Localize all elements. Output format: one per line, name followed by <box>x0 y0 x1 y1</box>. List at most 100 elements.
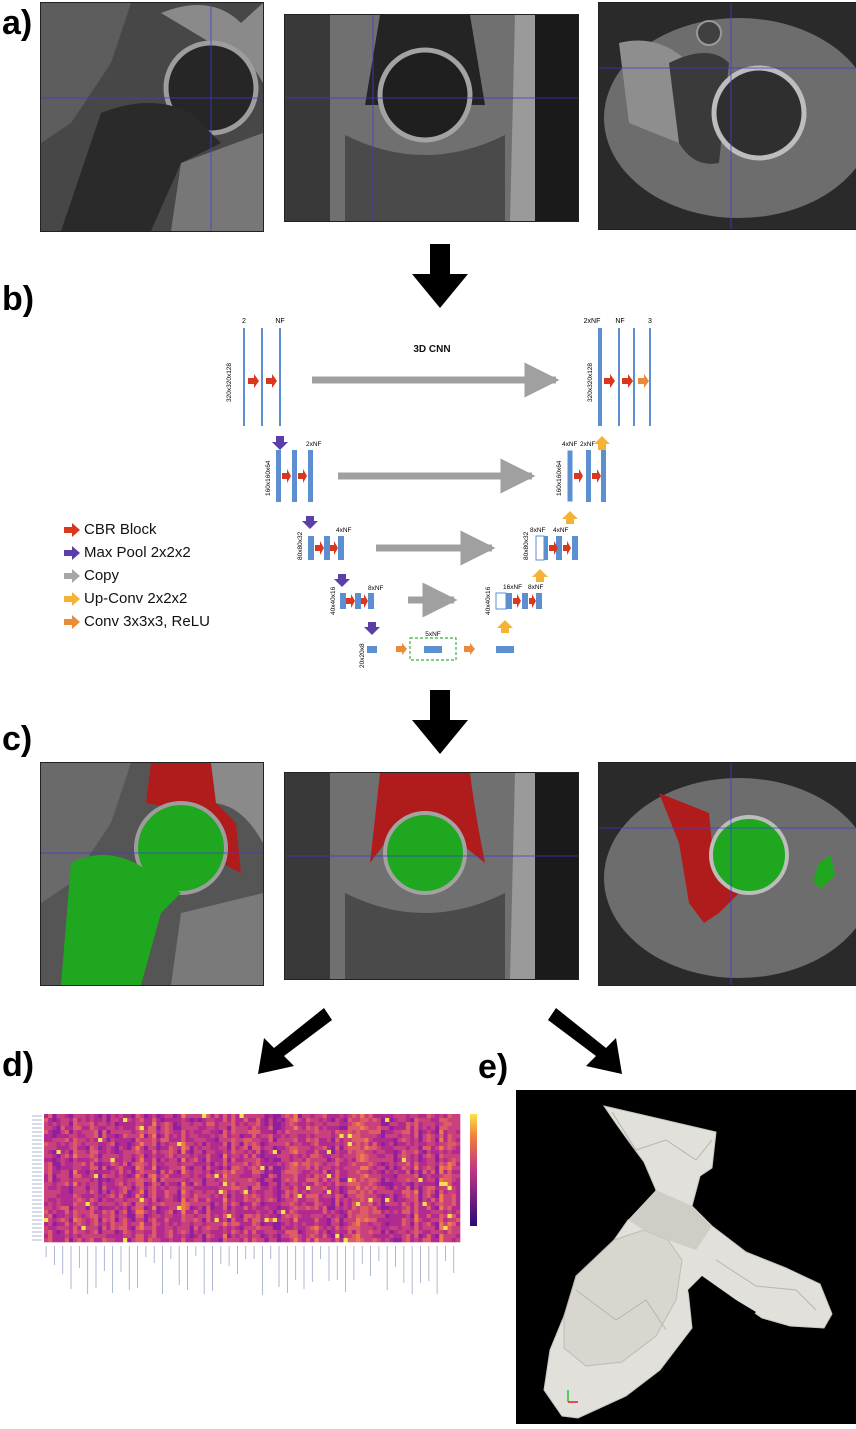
heatmap-cell <box>243 1222 249 1227</box>
heatmap-cell <box>422 1218 428 1223</box>
heatmap-cell <box>301 1202 307 1207</box>
heatmap-cell <box>397 1114 403 1119</box>
heatmap-cell <box>98 1226 103 1231</box>
heatmap-cell <box>231 1146 236 1151</box>
heatmap-cell <box>422 1170 428 1175</box>
heatmap-cell <box>385 1154 390 1159</box>
heatmap-cell <box>260 1134 265 1139</box>
heatmap-cell <box>110 1230 116 1235</box>
heatmap-cell <box>118 1198 124 1203</box>
heatmap-cell <box>114 1142 120 1147</box>
heatmap-cell <box>331 1194 336 1199</box>
dec-label-4b: 8xNF <box>528 584 544 591</box>
heatmap-cell <box>73 1206 78 1211</box>
heatmap-cell <box>347 1222 353 1227</box>
heatmap-cell <box>98 1134 103 1139</box>
heatmap-cell <box>227 1158 232 1163</box>
heatmap-cell <box>418 1170 423 1175</box>
heatmap-cell <box>322 1218 328 1223</box>
heatmap-cell <box>177 1238 182 1243</box>
heatmap-cell <box>60 1190 66 1195</box>
heatmap-cell <box>160 1178 165 1183</box>
heatmap-cell <box>252 1178 257 1183</box>
heatmap-cell <box>326 1182 332 1187</box>
heatmap-cell <box>297 1194 303 1199</box>
heatmap-cell <box>272 1126 278 1131</box>
heatmap-cell <box>276 1142 282 1147</box>
heatmap-cell <box>310 1214 315 1219</box>
heatmap-cell <box>164 1238 170 1243</box>
heatmap-cell <box>314 1214 319 1219</box>
heatmap-cell <box>110 1162 116 1167</box>
heatmap-cell <box>414 1190 419 1195</box>
heatmap-cell <box>426 1206 432 1211</box>
heatmap-cell <box>401 1162 407 1167</box>
heatmap-cell <box>331 1222 336 1227</box>
heatmap-cell <box>389 1214 394 1219</box>
heatmap-cell <box>368 1118 373 1123</box>
heatmap-cell <box>276 1190 282 1195</box>
heatmap-cell <box>443 1178 448 1183</box>
heatmap-cell <box>189 1130 195 1135</box>
heatmap-cell <box>376 1202 382 1207</box>
heatmap-cell <box>405 1118 411 1123</box>
heatmap-cell <box>289 1202 294 1207</box>
heatmap-cell <box>393 1210 398 1215</box>
heatmap-cell <box>301 1130 307 1135</box>
heatmap-cell <box>389 1166 394 1171</box>
heatmap-cell <box>98 1154 103 1159</box>
heatmap-cell <box>127 1238 132 1243</box>
heatmap-cell <box>106 1134 111 1139</box>
heatmap-cell <box>44 1166 49 1171</box>
heatmap-cell <box>443 1174 448 1179</box>
heatmap-cell <box>56 1122 61 1127</box>
heatmap-cell <box>260 1158 265 1163</box>
heatmap-cell <box>326 1154 332 1159</box>
heatmap-cell <box>331 1202 336 1207</box>
heatmap-cell <box>227 1138 232 1143</box>
heatmap-cell <box>181 1190 186 1195</box>
heatmap-cell <box>231 1142 236 1147</box>
heatmap-cell <box>106 1222 111 1227</box>
heatmap-cell <box>276 1146 282 1151</box>
heatmap-cell <box>168 1190 174 1195</box>
heatmap-cell <box>102 1182 107 1187</box>
heatmap-cell <box>123 1222 128 1227</box>
heatmap-cell <box>93 1238 99 1243</box>
heatmap-cell <box>376 1126 382 1131</box>
heatmap-cell <box>239 1118 244 1123</box>
heatmap-cell <box>222 1182 228 1187</box>
heatmap-cell <box>281 1194 286 1199</box>
heatmap-cell <box>314 1190 319 1195</box>
heatmap-cell <box>281 1214 286 1219</box>
heatmap-cell <box>243 1158 249 1163</box>
heatmap-cell <box>281 1230 286 1235</box>
heatmap-cell <box>364 1234 369 1239</box>
heatmap-cell <box>68 1226 74 1231</box>
heatmap-cell <box>414 1142 419 1147</box>
heatmap-cell <box>193 1126 199 1131</box>
heatmap-cell <box>401 1194 407 1199</box>
heatmap-cell <box>193 1210 199 1215</box>
heatmap-cell <box>306 1146 311 1151</box>
heatmap-cell <box>98 1126 103 1131</box>
heatmap-cell <box>222 1130 228 1135</box>
heatmap-cell <box>443 1218 448 1223</box>
heatmap-cell <box>326 1166 332 1171</box>
heatmap-cell <box>389 1150 394 1155</box>
heatmap-cell <box>418 1226 423 1231</box>
heatmap-cell <box>260 1214 265 1219</box>
heatmap-cell <box>260 1222 265 1227</box>
heatmap-cell <box>73 1150 78 1155</box>
heatmap-cell <box>397 1158 403 1163</box>
heatmap-cell <box>231 1230 236 1235</box>
heatmap-cell <box>206 1150 211 1155</box>
heatmap-cell <box>102 1118 107 1123</box>
heatmap-cell <box>380 1138 386 1143</box>
heatmap-cell <box>235 1190 240 1195</box>
heatmap-cell <box>131 1206 136 1211</box>
heatmap-cell <box>293 1178 299 1183</box>
layer-block <box>308 536 314 560</box>
heatmap-cell <box>156 1210 161 1215</box>
heatmap-cell <box>414 1182 419 1187</box>
